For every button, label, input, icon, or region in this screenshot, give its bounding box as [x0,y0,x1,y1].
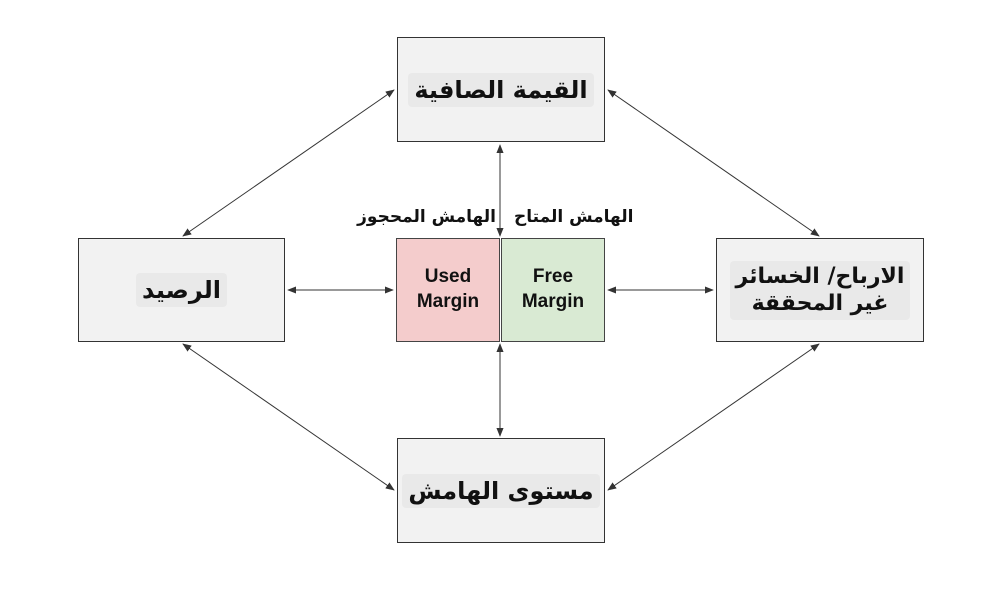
used-margin-caption: الهامش المحجوز [357,207,496,227]
free-margin-node: Free Margin [501,238,605,342]
unrealized-pl-node: الارباح/ الخسائر غير المحققة [716,238,924,342]
margin-level-node: مستوى الهامش [397,438,605,543]
arrow-net-pl [607,89,820,237]
arrow-balance-level [182,343,395,491]
free-margin-caption: الهامش المتاح [514,207,634,227]
unrealized-pl-label: الارباح/ الخسائر غير المحققة [729,260,911,320]
unrealized-pl-line1: الارباح/ الخسائر [735,263,905,289]
used-margin-node: Used Margin [396,238,500,342]
unrealized-pl-line2: غير المحققة [751,291,889,316]
net-value-label: القيمة الصافية [408,72,594,107]
margin-level-label: مستوى الهامش [402,473,600,508]
arrow-pl-level [607,343,820,491]
arrow-balance-net [182,89,395,237]
balance-node: الرصيد [78,238,285,342]
balance-label: الرصيد [135,273,228,307]
net-value-node: القيمة الصافية [397,37,605,142]
